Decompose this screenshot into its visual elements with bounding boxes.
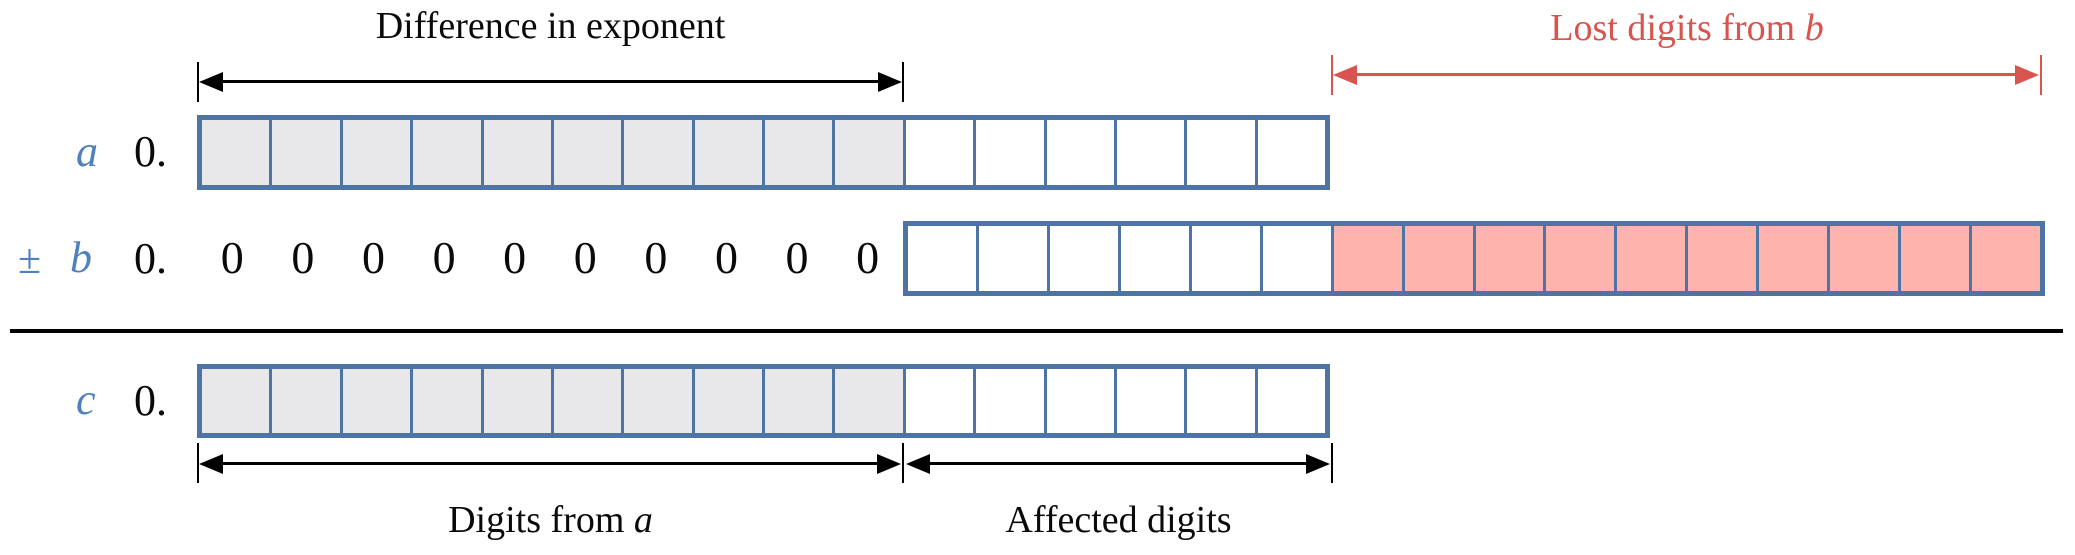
digits-from-a-arrow-line — [205, 462, 895, 465]
digit-cell-white — [902, 120, 974, 185]
digit-cell-pink — [1614, 226, 1686, 291]
digit-cell-white — [1046, 226, 1118, 291]
digit-cell-gray — [339, 120, 411, 185]
digit-cell-gray — [269, 120, 340, 185]
digit-cell-pink — [1685, 226, 1757, 291]
digits-from-a-arrow-left-tick — [197, 443, 199, 483]
difference-arrow-right-tick — [902, 62, 904, 102]
leading-zero-digit: 0 — [361, 232, 385, 283]
plus-minus-operator: ± — [18, 237, 42, 283]
digit-cell-gray — [832, 120, 903, 185]
sum-rule-line — [10, 329, 2063, 333]
digit-cell-white — [1259, 226, 1331, 291]
digit-cell-pink — [1969, 226, 2040, 291]
difference-arrowhead-left-icon — [199, 72, 223, 92]
digit-cell-white — [1188, 226, 1260, 291]
row-c-digit-boxes — [197, 364, 1330, 438]
digit-cell-gray — [621, 369, 692, 433]
digit-cell-gray — [202, 120, 270, 185]
digit-cell-white — [908, 226, 976, 291]
digit-cell-gray — [410, 120, 481, 185]
digit-cell-pink — [1472, 226, 1544, 291]
digit-cell-white — [1254, 120, 1325, 185]
leading-zero-digit: 0 — [291, 232, 315, 283]
digit-cell-white — [1113, 369, 1185, 433]
lost-digits-arrowhead-left-icon — [1333, 65, 1357, 85]
row-c-radix-prefix: 0. — [134, 376, 167, 425]
digit-cell-gray — [480, 120, 551, 185]
digit-cell-white — [1043, 369, 1114, 433]
digit-cell-white — [973, 120, 1044, 185]
lost-digits-arrowhead-right-icon — [2015, 65, 2039, 85]
leading-zero-digit: 0 — [503, 232, 527, 283]
row-b-radix-prefix: 0. — [134, 234, 167, 283]
affected-digits-arrow-right-tick — [1331, 443, 1333, 483]
row-a-label: a — [76, 127, 98, 176]
difference-arrow-left-tick — [197, 62, 199, 102]
leading-zero-digit: 0 — [785, 232, 809, 283]
digits-from-a-arrow-right-tick — [902, 443, 904, 483]
caption-digits-text: Digits from — [448, 499, 634, 541]
digits-from-a-arrowhead-left-icon — [199, 454, 223, 474]
leading-zero-digit: 0 — [644, 232, 668, 283]
digit-cell-white — [1184, 369, 1255, 433]
leading-zero-digit: 0 — [856, 232, 880, 283]
digit-cell-gray — [339, 369, 411, 433]
digit-cell-white — [1113, 120, 1185, 185]
digit-cell-gray — [691, 369, 762, 433]
row-a-digit-boxes — [197, 115, 1330, 190]
digit-cell-gray — [691, 120, 762, 185]
digit-cell-pink — [1827, 226, 1899, 291]
digit-cell-gray — [762, 120, 833, 185]
caption-var-b: b — [1804, 7, 1824, 49]
difference-arrow-line — [205, 80, 896, 83]
digits-from-a-arrowhead-right-icon — [877, 454, 901, 474]
affected-digits-arrowhead-left-icon — [906, 454, 930, 474]
digit-cell-white — [1043, 120, 1114, 185]
digit-cell-gray — [202, 369, 270, 433]
leading-zero-digit: 0 — [220, 232, 244, 283]
row-b-digit-boxes — [903, 221, 2045, 296]
row-b-label: b — [70, 233, 92, 282]
digit-cell-gray — [550, 369, 622, 433]
digit-cell-white — [973, 369, 1044, 433]
digit-cell-gray — [550, 120, 622, 185]
digit-cell-white — [1117, 226, 1189, 291]
row-a-radix-prefix: 0. — [134, 127, 167, 176]
caption-var-a: a — [633, 499, 653, 541]
digit-cell-gray — [621, 120, 692, 185]
row-c-label: c — [76, 375, 96, 424]
caption-lost-digits-from-b: Lost digits from b — [1332, 4, 2042, 52]
lost-digits-arrow-line — [1339, 73, 2034, 76]
lost-digits-arrow-left-tick — [1331, 55, 1333, 95]
caption-lost-digits-text: Lost digits from — [1550, 7, 1805, 49]
caption-difference-in-exponent: Difference in exponent — [375, 5, 726, 47]
difference-arrowhead-right-icon — [878, 72, 902, 92]
digit-cell-pink — [1543, 226, 1615, 291]
leading-zero-digit: 0 — [714, 232, 738, 283]
caption-affected-digits: Affected digits — [1005, 499, 1232, 541]
affected-digits-arrowhead-right-icon — [1306, 454, 1330, 474]
digit-cell-gray — [832, 369, 903, 433]
digit-cell-pink — [1330, 226, 1402, 291]
digit-cell-white — [975, 226, 1047, 291]
digit-cell-white — [1254, 369, 1325, 433]
digit-cell-pink — [1401, 226, 1473, 291]
caption-digits-from-a: Digits from a — [198, 496, 903, 544]
digit-cell-white — [902, 369, 974, 433]
leading-zero-digit: 0 — [573, 232, 597, 283]
digit-cell-gray — [480, 369, 551, 433]
affected-digits-arrow-line — [912, 462, 1324, 465]
digit-cell-pink — [1898, 226, 1970, 291]
digit-cell-gray — [410, 369, 481, 433]
digit-cell-gray — [269, 369, 340, 433]
digit-cell-gray — [762, 369, 833, 433]
digit-cell-white — [1184, 120, 1255, 185]
digit-cell-pink — [1756, 226, 1828, 291]
leading-zero-digit: 0 — [432, 232, 456, 283]
lost-digits-arrow-right-tick — [2040, 55, 2042, 95]
